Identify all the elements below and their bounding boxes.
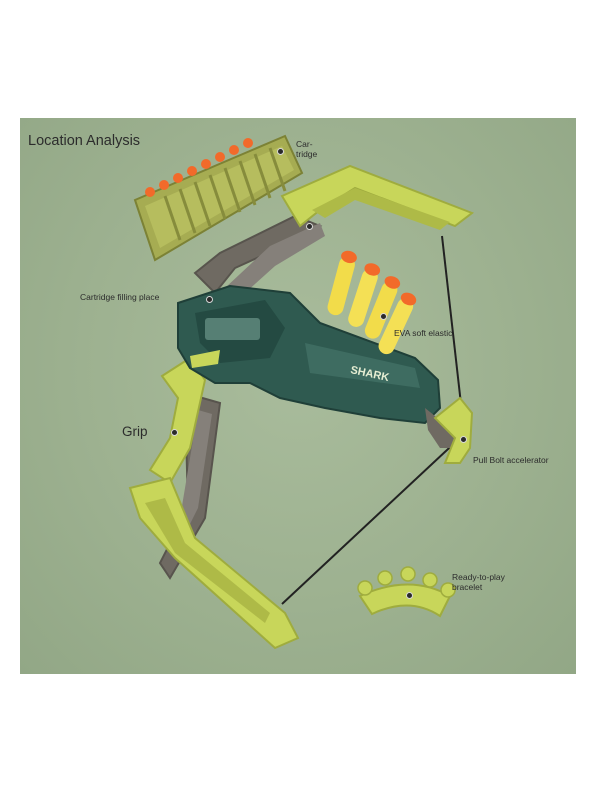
grip-dot bbox=[171, 429, 178, 436]
launcher-body: SHARK bbox=[177, 284, 460, 448]
eva-darts bbox=[327, 250, 417, 355]
pull-bolt-accelerator bbox=[433, 396, 474, 464]
pull-bolt-dot bbox=[460, 436, 467, 443]
bracelet-label-line1: Ready-to-play bbox=[452, 572, 505, 582]
pull-bolt-label: Pull Bolt accelerator bbox=[473, 455, 549, 465]
eva-dot bbox=[380, 313, 387, 320]
cartridge bbox=[133, 134, 304, 262]
cartridge-label-line2: tridge bbox=[296, 149, 318, 159]
upper-limb-dot bbox=[306, 223, 313, 230]
page-title: Location Analysis bbox=[28, 133, 141, 149]
bracelet-label: Ready-to-play bracelet bbox=[452, 572, 505, 592]
bracelet-label-line2: bracelet bbox=[452, 582, 483, 592]
cartridge-label-line1: Car- bbox=[296, 139, 313, 149]
filling-place-label: Cartridge filling place bbox=[80, 292, 160, 302]
lower-limb-frame bbox=[158, 391, 222, 580]
toy-bow-illustration: SHARK bbox=[128, 134, 475, 650]
filling-place-dot bbox=[206, 296, 213, 303]
cartridge-dot bbox=[277, 148, 284, 155]
eva-label: EVA soft elastic bbox=[394, 328, 453, 338]
cartridge-label: Car- tridge bbox=[296, 139, 317, 159]
bowstring bbox=[281, 235, 463, 605]
upper-limb bbox=[280, 164, 475, 230]
product-photo: SHARK bbox=[20, 118, 576, 674]
grip-limb bbox=[128, 356, 300, 650]
bracelet-dot bbox=[406, 592, 413, 599]
bracelet bbox=[357, 566, 456, 618]
grip-label: Grip bbox=[122, 424, 148, 439]
